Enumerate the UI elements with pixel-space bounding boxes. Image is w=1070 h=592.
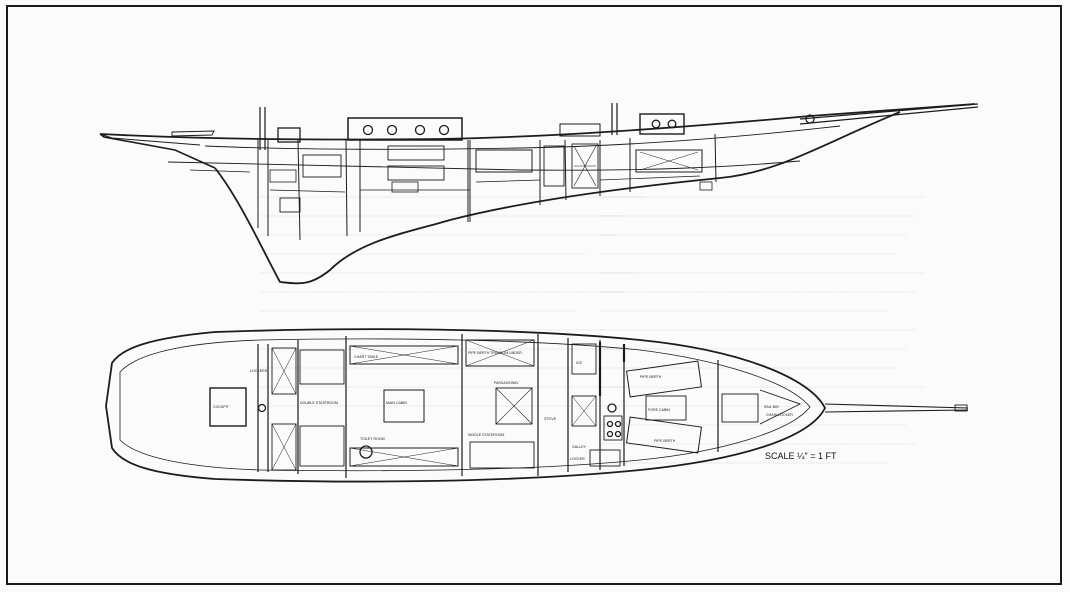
label-lockers: LOCKERS <box>250 369 268 373</box>
label-pipe-berth-upper: PIPE BERTH <box>640 375 662 379</box>
label-fore-cabin: FORE CABIN <box>648 408 670 412</box>
label-stove: STOVE <box>544 417 557 421</box>
label-passageway: PASSAGEWAY <box>494 381 519 385</box>
bleed-through-text-left: ────────────────────────────────────────… <box>260 189 643 413</box>
scale-label: SCALE ¼" = 1 FT <box>765 451 837 461</box>
label-sail-bin: SAIL BIN <box>764 405 779 409</box>
accommodation-plan <box>105 328 969 483</box>
label-ice: ICE <box>576 361 583 365</box>
label-galley: GALLEY <box>572 445 587 449</box>
label-pipe-berth-lower: PIPE BERTH <box>654 439 676 443</box>
plan-labels: CHAIN LOCKER SAIL BIN FORE CABIN PIPE BE… <box>213 351 793 461</box>
label-locker-galley: LOCKER <box>570 457 585 461</box>
label-pipe-berth-transom: PIPE BERTH TRANSOM UNDER <box>468 351 522 355</box>
label-main-cabin: MAIN CABIN <box>386 401 407 405</box>
label-chain-locker: CHAIN LOCKER <box>766 413 793 417</box>
drawing-frame <box>6 5 1062 585</box>
inboard-profile <box>99 103 979 285</box>
label-single-stateroom: SINGLE STATEROOM <box>468 433 504 437</box>
label-double-stateroom: DOUBLE STATEROOM <box>300 401 338 405</box>
label-chart-table: CHART TABLE <box>354 355 379 359</box>
label-toilet-room: TOILET ROOM <box>360 437 385 441</box>
bleed-through-text-right: ────────────────────────────────── ─────… <box>600 189 926 470</box>
label-cockpit: COCKPIT <box>213 405 230 409</box>
bulkhead-hatching <box>598 342 626 396</box>
